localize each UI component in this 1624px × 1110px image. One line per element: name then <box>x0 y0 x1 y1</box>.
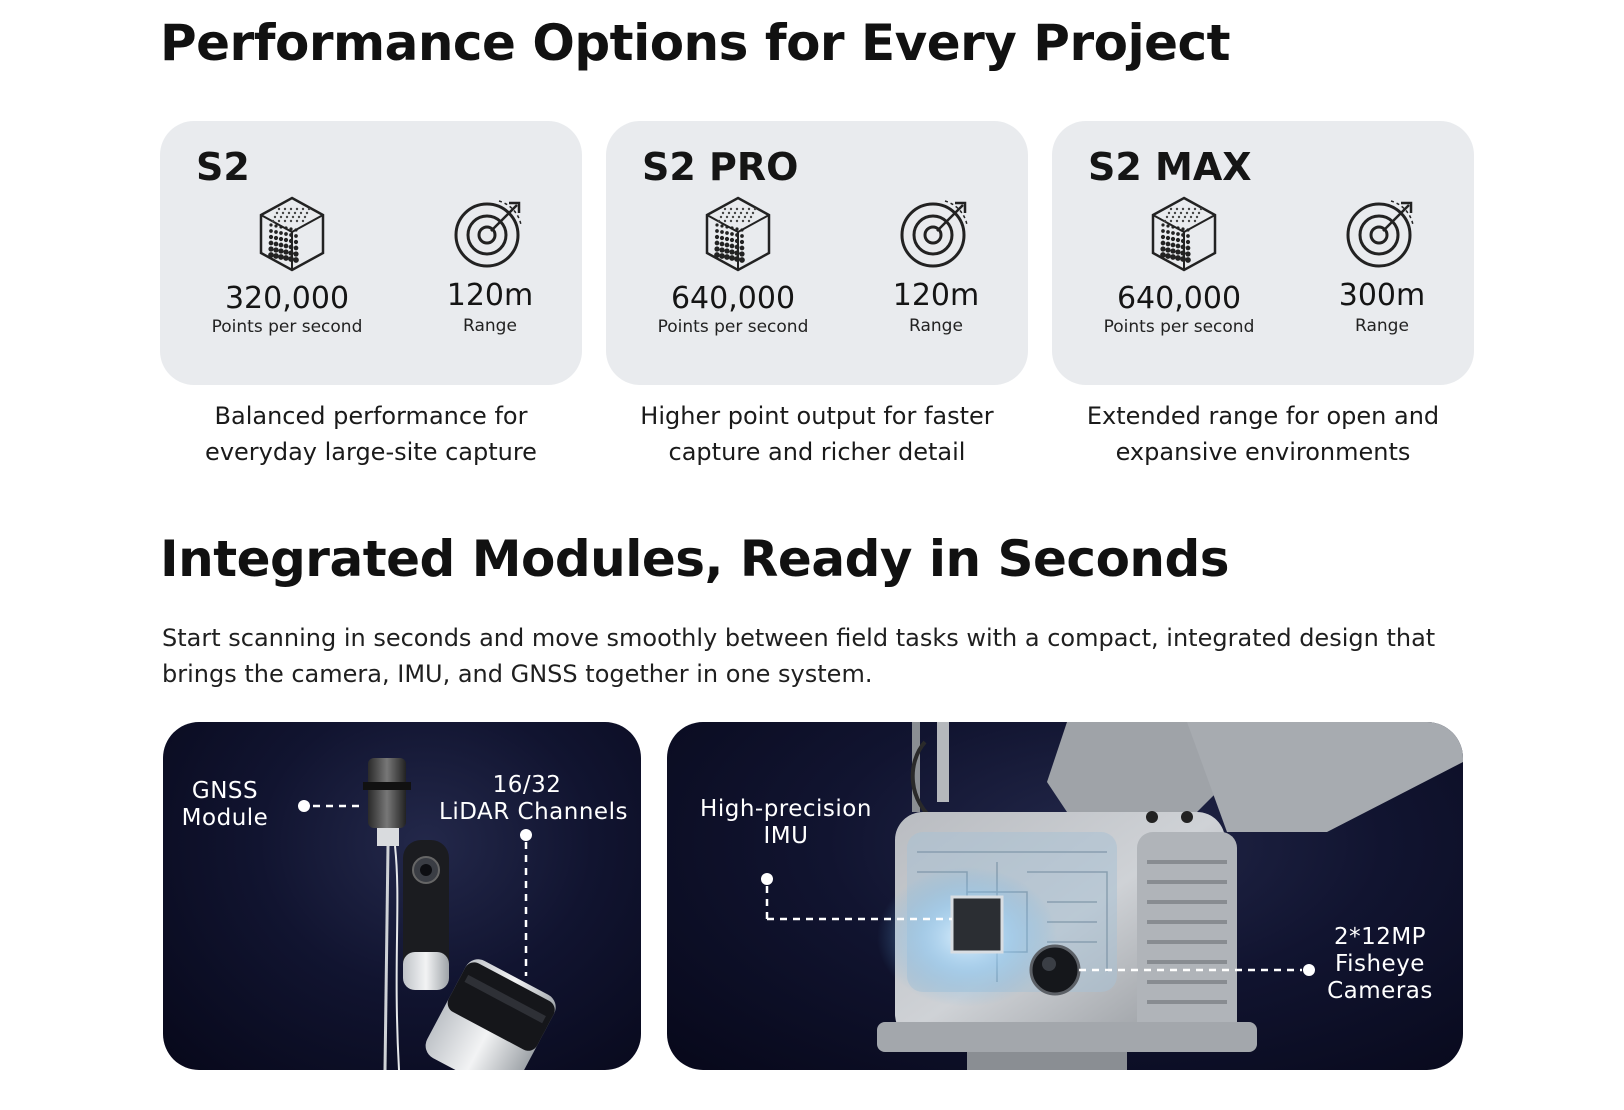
point-cloud-cube-icon <box>257 195 327 277</box>
points-per-second-value: 640,000 <box>1116 281 1242 316</box>
modules-intro-text: Start scanning in seconds and move smoot… <box>162 624 1436 688</box>
point-cloud-cube-icon <box>1149 195 1219 277</box>
scanner-illustration <box>298 758 556 1070</box>
range-value: 120m <box>446 278 534 313</box>
model-card: S2 PRO 640,000 Points per second 120m Ra… <box>606 121 1028 385</box>
point-cloud-cube-icon <box>703 195 773 277</box>
range-value: 300m <box>1338 278 1426 313</box>
model-description: Higher point output for faster capture a… <box>640 402 994 466</box>
points-per-second-label: Points per second <box>211 317 363 337</box>
device-closeup-illustration <box>761 722 1463 1070</box>
model-name: S2 MAX <box>1088 145 1252 189</box>
performance-section-title: Performance Options for Every Project <box>160 14 1231 72</box>
points-per-second-label: Points per second <box>657 317 809 337</box>
model-name: S2 <box>196 145 250 189</box>
range-label: Range <box>1355 316 1409 336</box>
range-label: Range <box>909 316 963 336</box>
model-card: S2 320,000 Points per second 120m Range <box>160 121 582 385</box>
range-target-icon <box>899 195 973 273</box>
model-description: Extended range for open and expansive en… <box>1086 402 1440 466</box>
modules-section-title: Integrated Modules, Ready in Seconds <box>160 530 1230 588</box>
points-per-second-value: 640,000 <box>670 281 796 316</box>
range-target-icon <box>453 195 527 273</box>
range-target-icon <box>1345 195 1419 273</box>
range-label: Range <box>463 316 517 336</box>
points-per-second-value: 320,000 <box>224 281 350 316</box>
model-card: S2 MAX 640,000 Points per second 300m Ra… <box>1052 121 1474 385</box>
range-value: 120m <box>892 278 980 313</box>
points-per-second-label: Points per second <box>1103 317 1255 337</box>
model-name: S2 PRO <box>642 145 799 189</box>
model-description: Balanced performance for everyday large-… <box>205 402 537 466</box>
